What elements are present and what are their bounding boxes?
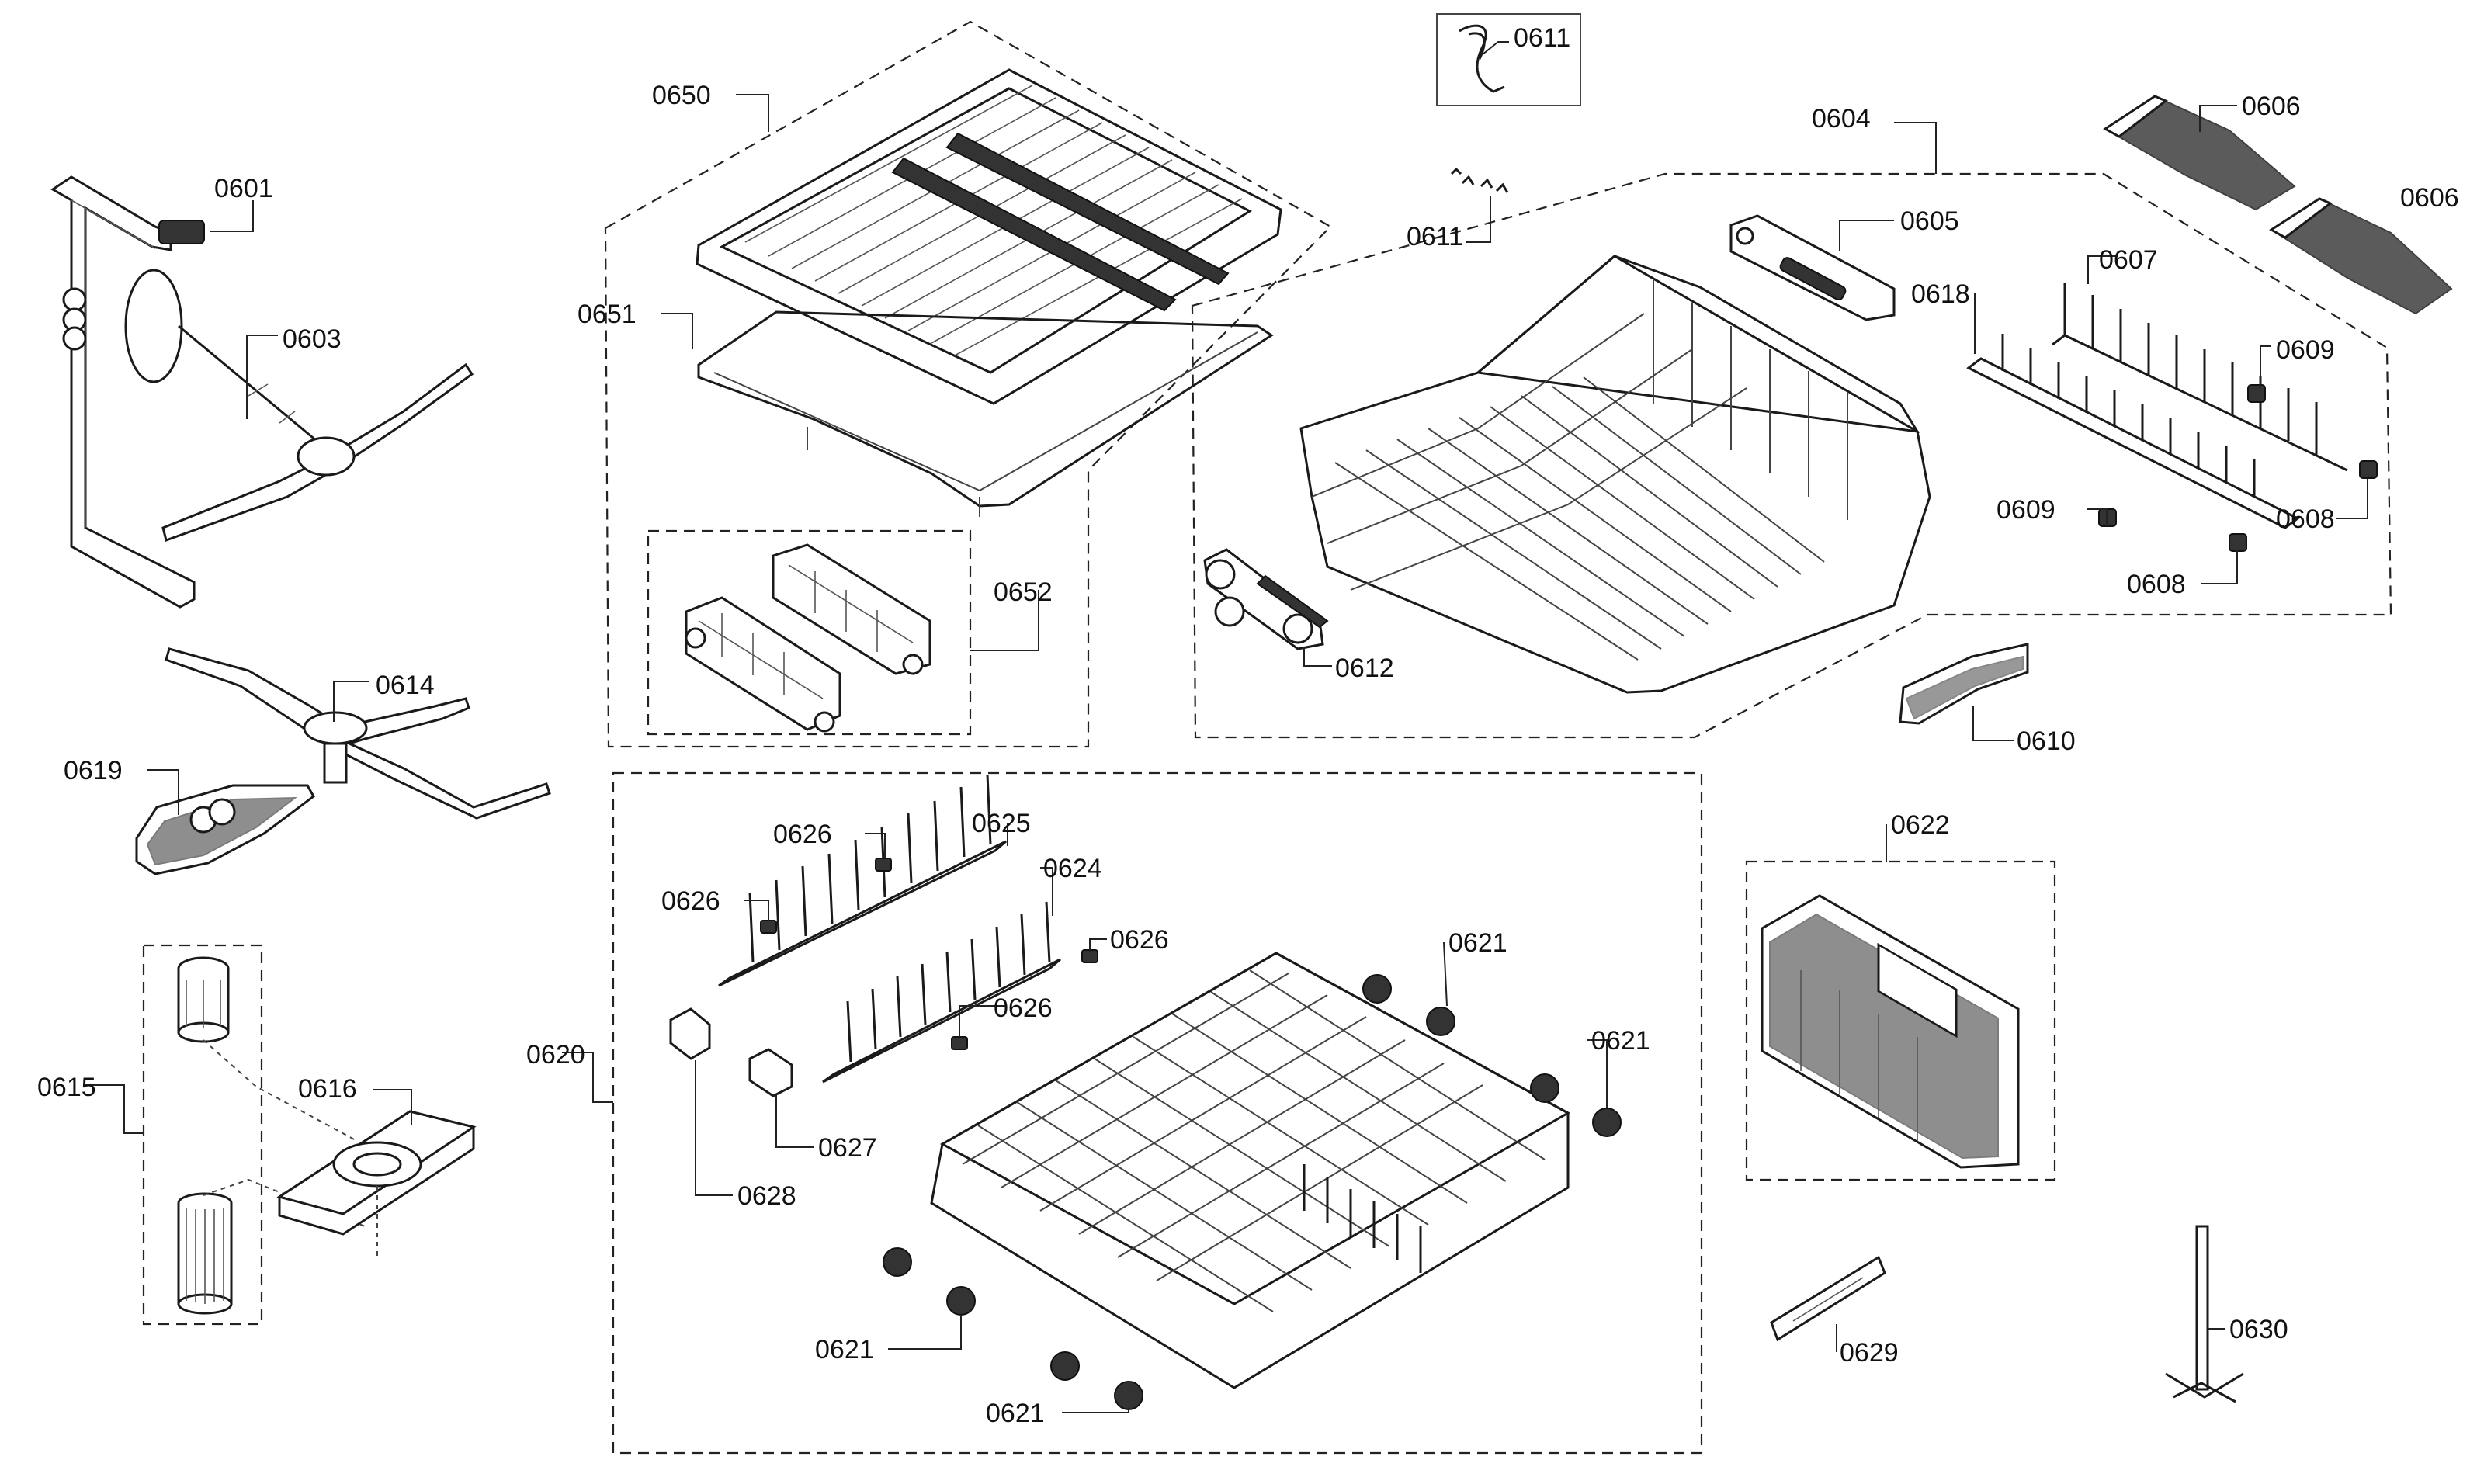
label-0606-top: 0606 bbox=[2242, 92, 2301, 121]
label-0621-b: 0621 bbox=[1591, 1026, 1650, 1056]
label-0618: 0618 bbox=[1911, 279, 1970, 309]
label-0628: 0628 bbox=[737, 1181, 796, 1211]
group-outlines bbox=[142, 13, 2392, 1455]
label-0652: 0652 bbox=[994, 577, 1053, 607]
cutlery-basket-part bbox=[1761, 894, 2020, 1169]
label-0605: 0605 bbox=[1900, 206, 1959, 236]
label-0601: 0601 bbox=[214, 174, 273, 203]
label-0604: 0604 bbox=[1812, 104, 1871, 133]
third-rack-assembly-outline bbox=[604, 20, 1332, 748]
label-0626-a: 0626 bbox=[773, 820, 832, 849]
third-rack-part bbox=[696, 68, 1282, 405]
upper-basket-part bbox=[1299, 255, 1931, 694]
label-0611-bottom: 0611 bbox=[1407, 222, 1463, 251]
label-0610: 0610 bbox=[2017, 726, 2076, 756]
lower-basket-assembly-outline bbox=[612, 771, 1703, 1455]
tine-row-part bbox=[2103, 95, 2453, 315]
label-0611-top: 0611 bbox=[1514, 23, 1570, 53]
label-0621-a: 0621 bbox=[1448, 928, 1507, 958]
lower-basket-part bbox=[930, 952, 1571, 1389]
strip-part bbox=[1770, 1255, 1886, 1342]
leader-lines bbox=[85, 41, 2368, 1413]
label-0629: 0629 bbox=[1840, 1338, 1899, 1368]
rack-adjuster-part bbox=[1729, 214, 1896, 321]
label-0621-c: 0621 bbox=[815, 1335, 874, 1364]
label-0603: 0603 bbox=[283, 324, 342, 354]
label-0615: 0615 bbox=[37, 1073, 96, 1102]
third-rack-holder-part bbox=[685, 543, 931, 733]
clip-detail-frame bbox=[1436, 13, 1581, 106]
label-0606-right: 0606 bbox=[2400, 183, 2459, 213]
label-0626-c: 0626 bbox=[1110, 925, 1169, 955]
rack-wheel-part bbox=[1203, 548, 1329, 650]
label-0651: 0651 bbox=[578, 300, 637, 329]
filter-part bbox=[177, 956, 366, 1315]
label-0609-left: 0609 bbox=[1997, 495, 2055, 525]
lower-spray-arm-part bbox=[165, 647, 551, 820]
rod-part bbox=[2165, 1225, 2244, 1403]
label-0621-d: 0621 bbox=[986, 1399, 1045, 1428]
third-rack-frame-part bbox=[697, 310, 1274, 517]
cutlery-basket-outline bbox=[1745, 860, 2056, 1181]
label-0630: 0630 bbox=[2229, 1315, 2288, 1344]
label-0608-bottom: 0608 bbox=[2127, 570, 2186, 599]
label-0626-d: 0626 bbox=[994, 993, 1053, 1023]
label-0626-b: 0626 bbox=[661, 886, 720, 916]
tine-rack-part bbox=[1966, 283, 2378, 552]
clip-part bbox=[1450, 24, 1509, 193]
label-0620: 0620 bbox=[526, 1040, 585, 1070]
fine-filter-part bbox=[276, 1110, 477, 1257]
label-0650: 0650 bbox=[652, 81, 711, 110]
handle-part bbox=[1899, 643, 2029, 725]
label-0614: 0614 bbox=[376, 671, 435, 700]
upper-spray-arm-part bbox=[124, 269, 474, 542]
cover-part bbox=[135, 784, 315, 875]
label-0609-right: 0609 bbox=[2276, 335, 2335, 365]
label-0616: 0616 bbox=[298, 1074, 357, 1104]
label-0607: 0607 bbox=[2099, 245, 2158, 275]
label-0612: 0612 bbox=[1335, 654, 1394, 683]
label-0627: 0627 bbox=[818, 1133, 877, 1163]
callout-labels: 0601 0603 0614 0619 0615 0616 0650 0651 … bbox=[37, 23, 2459, 1428]
supply-tube-part bbox=[50, 175, 205, 609]
label-0608-right: 0608 bbox=[2276, 504, 2335, 534]
label-0625: 0625 bbox=[972, 809, 1031, 838]
label-0622: 0622 bbox=[1891, 810, 1950, 840]
label-0619: 0619 bbox=[64, 756, 123, 785]
filter-assembly-outline bbox=[142, 944, 263, 1326]
third-rack-holder-outline bbox=[647, 529, 972, 736]
label-0624: 0624 bbox=[1043, 854, 1102, 883]
